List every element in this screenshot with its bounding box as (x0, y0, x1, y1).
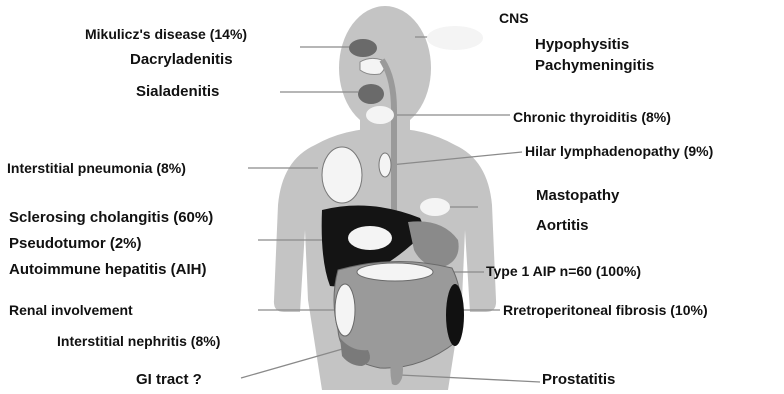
label-hypophysitis: Hypophysitis (535, 37, 629, 52)
pancreas (357, 263, 433, 281)
salivary-gland (358, 84, 384, 104)
label-mastopathy: Mastopathy (536, 188, 619, 203)
label-pachymeningitis: Pachymeningitis (535, 58, 654, 73)
label-hilar: Hilar lymphadenopathy (9%) (525, 144, 713, 158)
gallbladder (348, 226, 392, 250)
hilar-node (379, 153, 391, 177)
label-pneumonia: Interstitial pneumonia (8%) (7, 161, 186, 175)
label-renal: Renal involvement (9, 303, 133, 317)
lung (322, 147, 362, 203)
label-cns: CNS (499, 11, 529, 25)
label-gi: GI tract ? (136, 372, 202, 387)
kidney (335, 284, 355, 336)
thyroid (366, 106, 394, 124)
lacrimal-gland (349, 39, 377, 57)
label-retroperitoneal: Rretroperitoneal fibrosis (10%) (503, 303, 708, 317)
label-nephritis: Interstitial nephritis (8%) (57, 334, 220, 348)
label-prostatitis: Prostatitis (542, 372, 615, 387)
retroperitoneal-mass (446, 284, 464, 346)
breast (420, 198, 450, 216)
pituitary (427, 26, 483, 50)
label-pseudotumor: Pseudotumor (2%) (9, 236, 142, 251)
label-aip: Type 1 AIP n=60 (100%) (486, 264, 641, 278)
label-thyroiditis: Chronic thyroiditis (8%) (513, 110, 671, 124)
label-aortitis: Aortitis (536, 218, 589, 233)
label-aih: Autoimmune hepatitis (AIH) (9, 262, 207, 277)
label-sialadenitis: Sialadenitis (136, 84, 219, 99)
label-mikulicz: Mikulicz's disease (14%) (85, 27, 247, 41)
label-cholangitis: Sclerosing cholangitis (60%) (9, 210, 213, 225)
label-dacryoadenitis: Dacryladenitis (130, 52, 233, 67)
